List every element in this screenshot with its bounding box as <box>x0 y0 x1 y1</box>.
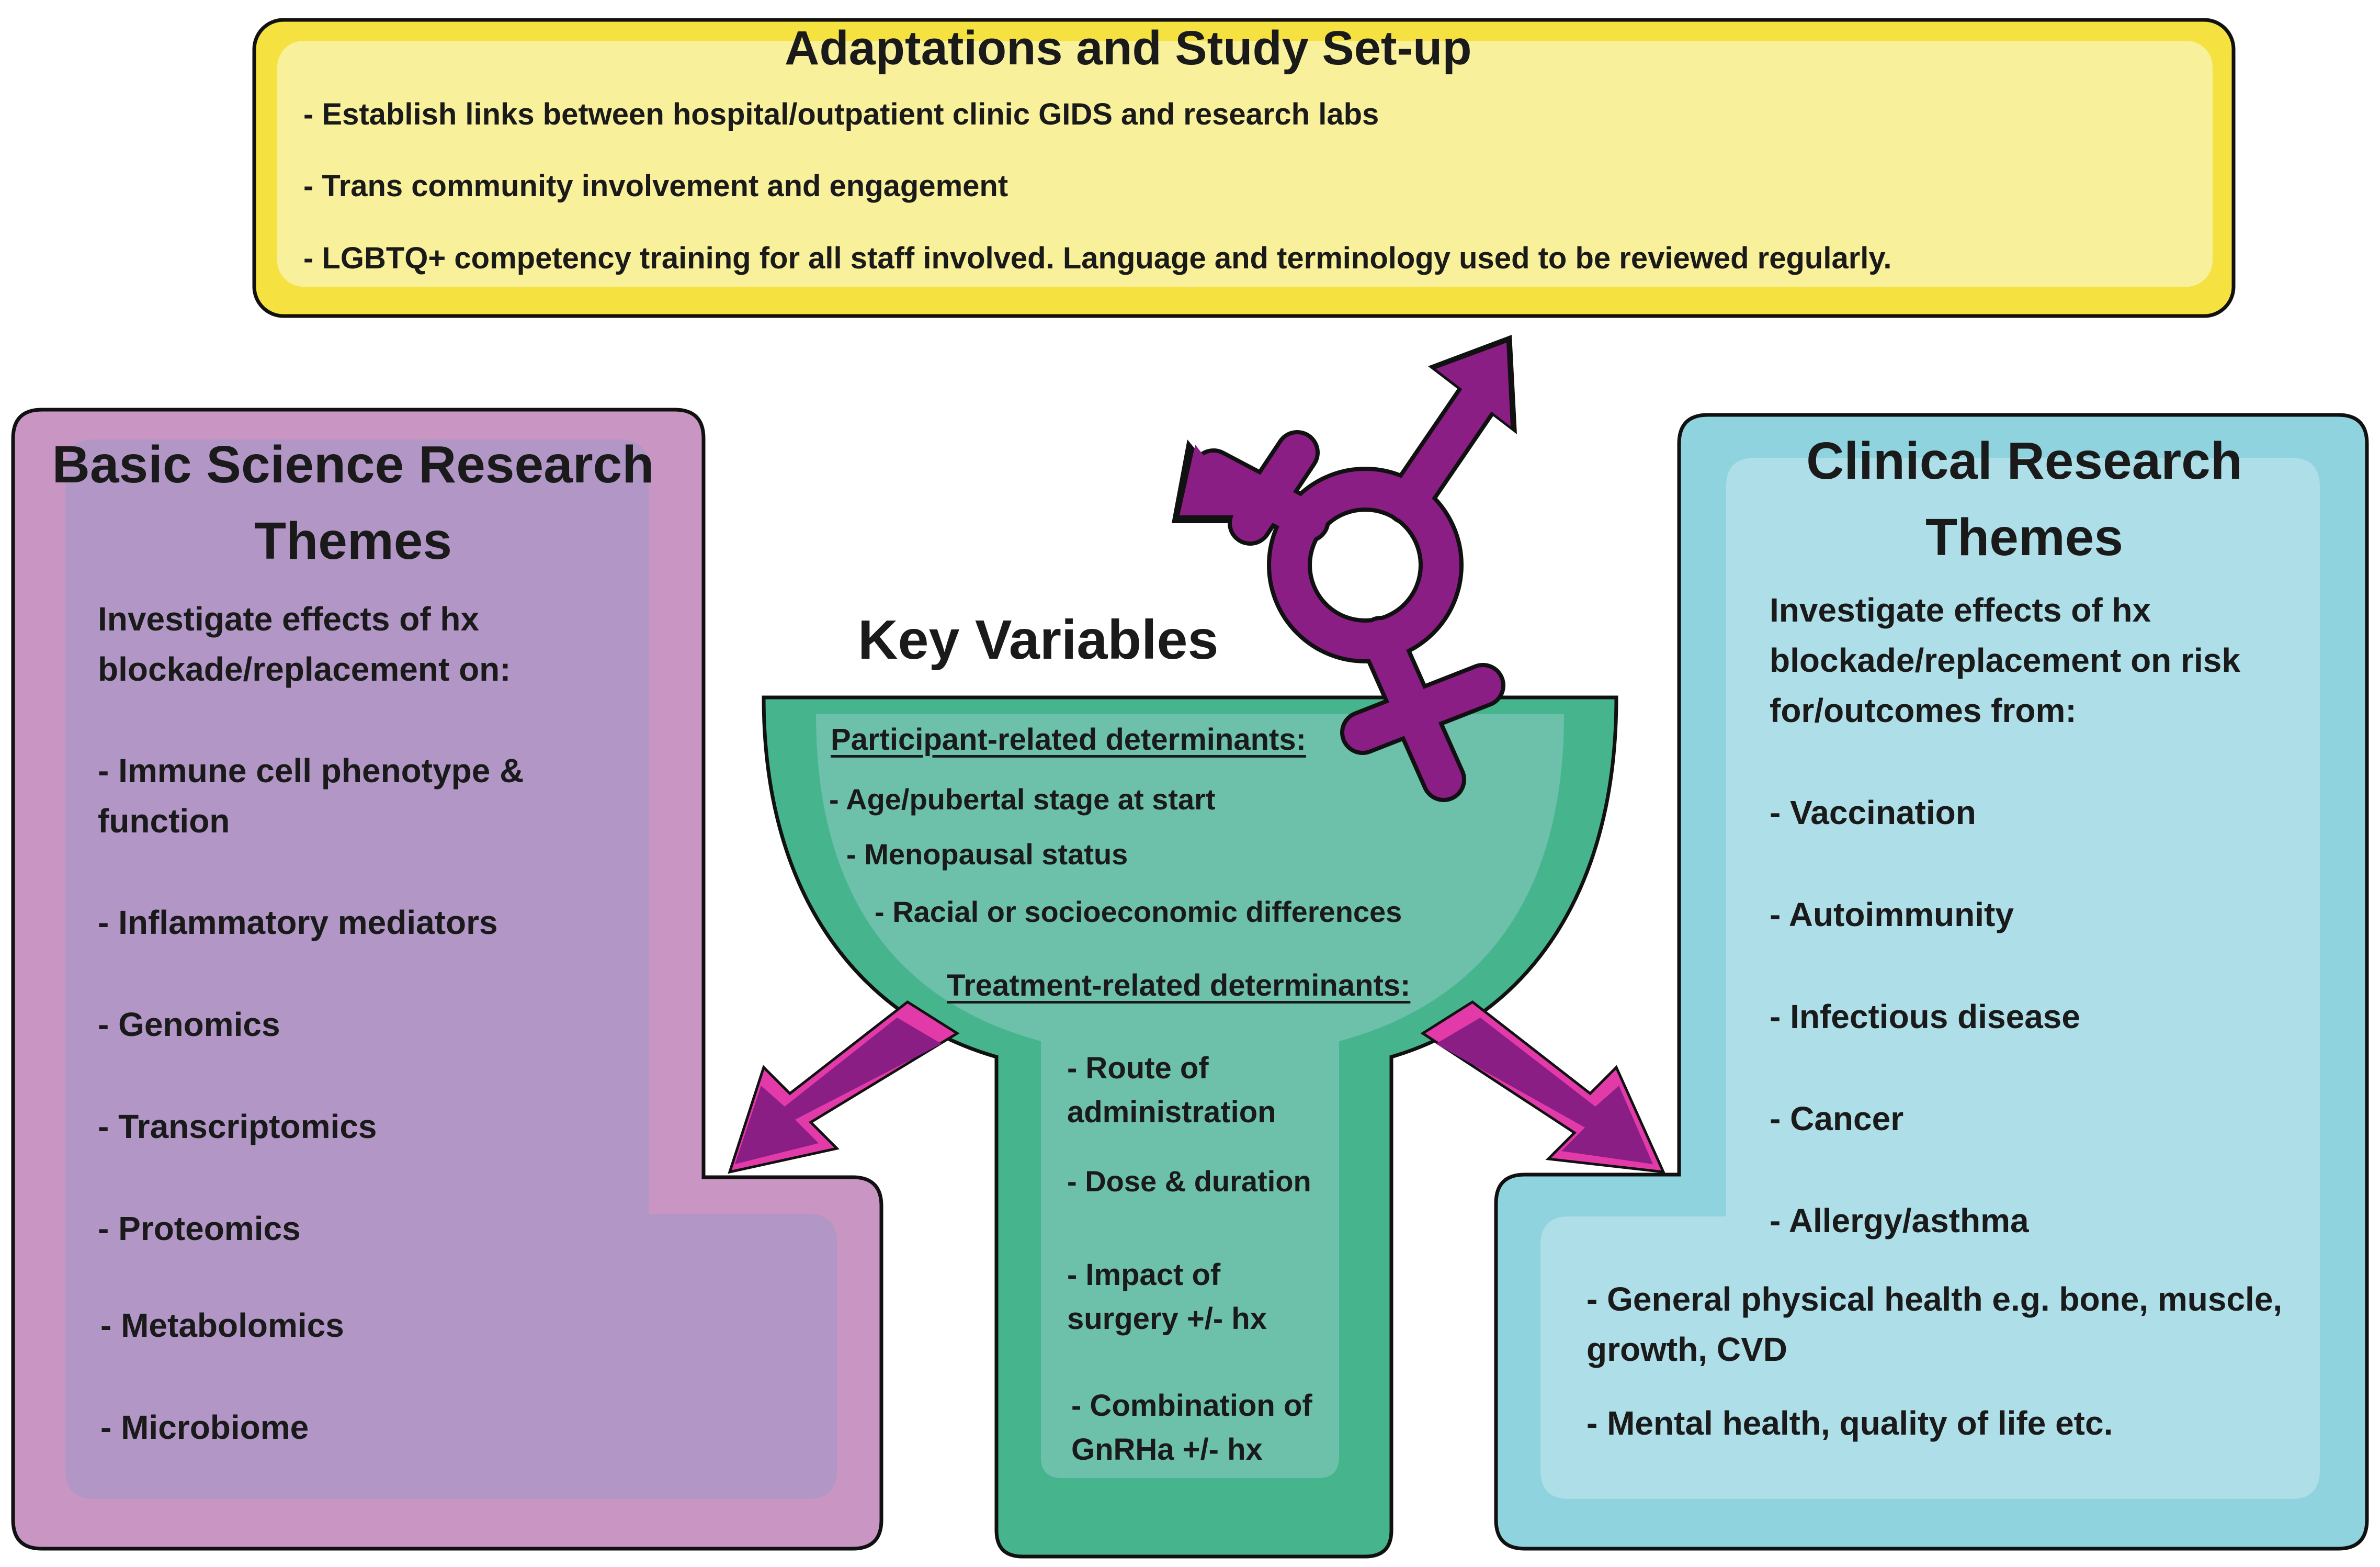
right-box-item: - General physical health e.g. bone, mus… <box>1586 1280 2283 1368</box>
left-box-item: - Inflammatory mediators <box>98 904 498 941</box>
treatment-item: - Route of administration <box>1067 1051 1276 1129</box>
treatment-item: - Impact of surgery +/- hx <box>1067 1258 1267 1336</box>
treatment-item: - Combination of GnRHa +/- hx <box>1071 1389 1312 1467</box>
right-box-item: - Cancer <box>1770 1100 1904 1137</box>
right-box-item: - Infectious disease <box>1770 998 2080 1035</box>
participant-item: - Racial or socioeconomic differences <box>875 895 1402 928</box>
key-variables-title: Key Variables <box>858 609 1219 671</box>
left-box-title-line2: Themes <box>254 512 452 570</box>
left-box-item: - Metabolomics <box>100 1306 344 1344</box>
right-box-item: - Vaccination <box>1770 794 1976 831</box>
right-box-intro: Investigate effects of hx blockade/repla… <box>1770 591 2240 729</box>
top-box-shape <box>252 18 2236 318</box>
left-box-title-line1: Basic Science Research <box>52 435 654 494</box>
arrow-to-basic-science-icon <box>728 1000 960 1174</box>
top-box-title: Adaptations and Study Set-up <box>785 21 1472 75</box>
participant-heading: Participant-related determinants: <box>831 723 1306 757</box>
arrow-to-clinical-icon <box>1420 1000 1666 1174</box>
top-box-item: - LGBTQ+ competency training for all sta… <box>303 241 1892 275</box>
participant-item: - Menopausal status <box>846 838 1128 871</box>
left-box-intro: Investigate effects of hx blockade/repla… <box>98 600 511 688</box>
right-box-item: - Mental health, quality of life etc. <box>1586 1404 2113 1442</box>
left-box-item: - Transcriptomics <box>98 1108 377 1145</box>
right-box-shape <box>1494 413 2369 1551</box>
left-box-item: - Genomics <box>98 1006 280 1043</box>
right-box-item: - Allergy/asthma <box>1770 1202 2029 1239</box>
left-box-item: - Immune cell phenotype & function <box>98 752 524 840</box>
left-box-item: - Proteomics <box>98 1210 301 1247</box>
top-box-item: - Establish links between hospital/outpa… <box>303 97 1379 131</box>
right-box-title-line1: Clinical Research <box>1806 432 2242 490</box>
participant-item: - Age/pubertal stage at start <box>829 783 1216 816</box>
funnel-shape <box>762 695 1618 1559</box>
top-box-item: - Trans community involvement and engage… <box>303 169 1008 203</box>
right-box-item: - Autoimmunity <box>1770 896 2014 933</box>
left-box-shape <box>11 408 883 1551</box>
treatment-heading: Treatment-related determinants: <box>947 968 1411 1002</box>
left-box-item: - Microbiome <box>100 1408 309 1446</box>
treatment-item: - Dose & duration <box>1067 1165 1311 1198</box>
transgender-symbol-icon <box>1172 335 1517 802</box>
right-box-title-line2: Themes <box>1925 508 2123 567</box>
